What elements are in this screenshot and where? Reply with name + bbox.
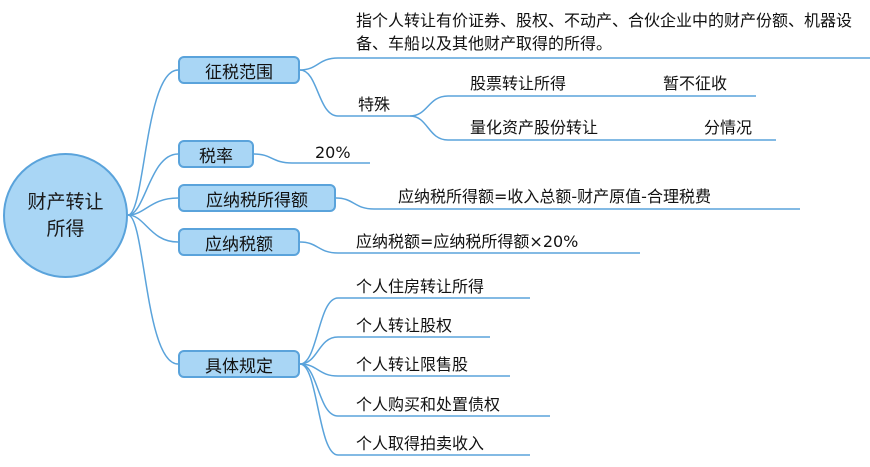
node-tax-payable-label: 应纳税额 <box>205 234 273 255</box>
special-item-value: 暂不征收 <box>663 74 728 93</box>
special-item-name: 股票转让所得 <box>470 74 567 93</box>
rate-value: 20% <box>315 143 351 162</box>
node-rules: 具体规定 <box>178 350 300 378</box>
node-taxable-income-label: 应纳税所得额 <box>206 190 308 211</box>
rule-item: 个人购买和处置债权 <box>356 395 501 414</box>
rule-item: 个人取得拍卖收入 <box>356 434 485 453</box>
node-taxable-income: 应纳税所得额 <box>178 184 336 212</box>
root-node: 财产转让所得 <box>3 153 128 278</box>
scope-definition: 指个人转让有价证券、股权、不动产、合伙企业中的财产份额、机器设备、车船以及其他财… <box>356 11 853 53</box>
special-item-value: 分情况 <box>704 118 753 137</box>
node-rate: 税率 <box>178 140 254 168</box>
root-label: 财产转让所得 <box>27 190 104 240</box>
node-scope-label: 征税范围 <box>205 62 273 83</box>
special-label: 特殊 <box>358 95 391 114</box>
taxable-income-formula: 应纳税所得额=收入总额-财产原值-合理税费 <box>398 187 711 206</box>
node-tax-payable: 应纳税额 <box>178 228 300 256</box>
rule-item: 个人转让限售股 <box>356 355 469 374</box>
special-item-name: 量化资产股份转让 <box>470 118 599 137</box>
tax-payable-formula: 应纳税额=应纳税所得额×20% <box>356 232 579 251</box>
node-rate-label: 税率 <box>199 146 233 167</box>
node-rules-label: 具体规定 <box>205 356 273 377</box>
node-scope: 征税范围 <box>178 56 300 84</box>
rule-item: 个人转让股权 <box>356 316 453 335</box>
rule-item: 个人住房转让所得 <box>356 277 485 296</box>
